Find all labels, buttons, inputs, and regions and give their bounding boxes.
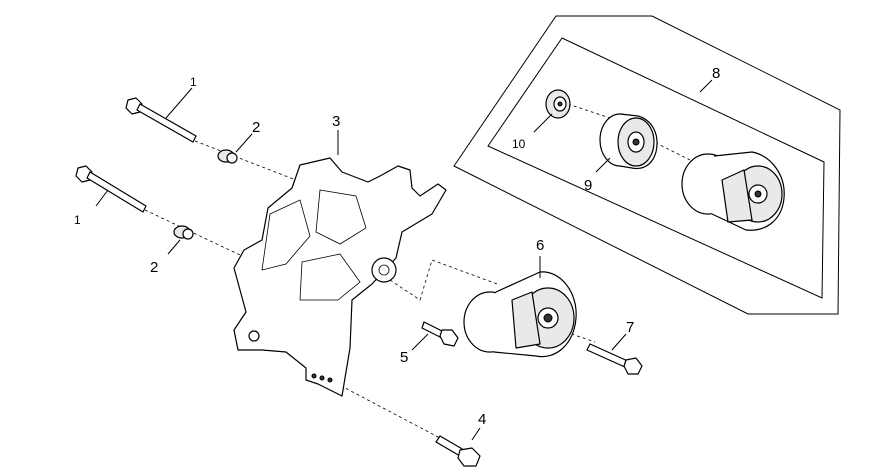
callout-4: 4 xyxy=(478,411,486,428)
callout-7: 7 xyxy=(626,319,634,336)
callout-9: 9 xyxy=(584,177,592,194)
callout-6: 6 xyxy=(536,237,544,254)
bushing-top xyxy=(217,149,238,164)
callout-2-top: 2 xyxy=(252,119,260,136)
bolt-left xyxy=(75,165,147,213)
cap xyxy=(545,89,571,119)
kit-outline xyxy=(453,15,841,315)
callout-1-top: 1 xyxy=(190,75,197,89)
callout-2-left: 2 xyxy=(150,259,158,276)
callout-1-left: 1 xyxy=(74,213,81,227)
bolt-right xyxy=(586,343,643,375)
bolt-top xyxy=(125,97,197,143)
callout-5: 5 xyxy=(400,349,408,366)
kit-tensioner xyxy=(681,151,785,231)
bracket xyxy=(233,157,447,397)
bolt-bottom xyxy=(435,435,481,467)
pulley xyxy=(599,113,658,170)
bushing-left xyxy=(173,225,194,240)
tensioner xyxy=(463,271,577,358)
callout-10: 10 xyxy=(512,137,526,151)
assembly-lines xyxy=(144,103,691,439)
callout-3: 3 xyxy=(332,113,340,130)
leader-lines xyxy=(95,79,713,441)
callout-labels: 1 1 2 2 3 4 5 6 7 8 9 10 xyxy=(74,65,720,428)
bolt-small xyxy=(421,321,459,347)
callout-8: 8 xyxy=(712,65,720,82)
